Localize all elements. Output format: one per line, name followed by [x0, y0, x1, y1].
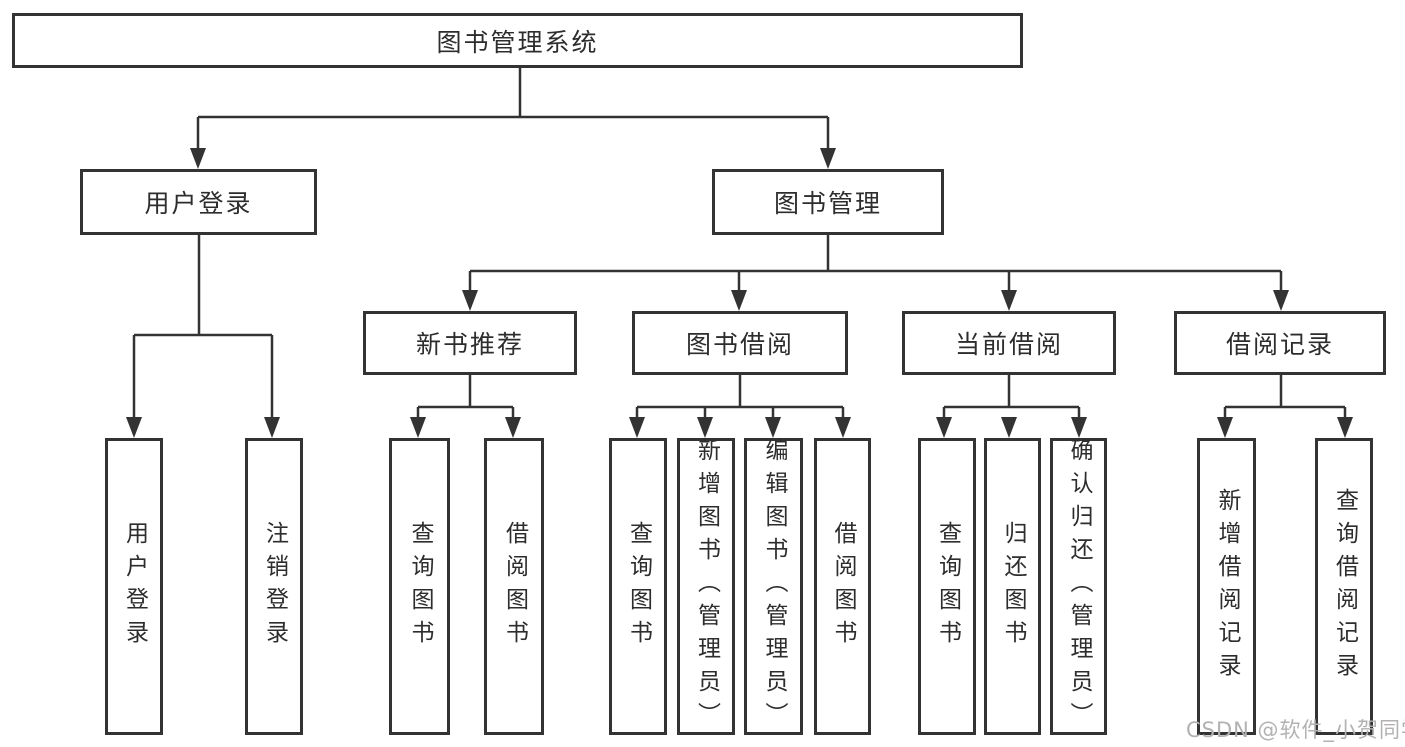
leaf-return-book: 归还图书	[984, 438, 1041, 735]
leaf-add-book-admin: 新增图书（管理员）	[677, 438, 735, 735]
node-book-management: 图书管理	[712, 169, 944, 235]
node-user-login-label: 用户登录	[144, 189, 253, 218]
node-current-borrow: 当前借阅	[902, 311, 1116, 375]
leaf-query-books-recommend-label: 查询图书	[407, 520, 433, 653]
leaf-query-books-borrow: 查询图书	[609, 438, 667, 735]
leaf-query-books-current: 查询图书	[918, 438, 976, 735]
leaf-borrow-books: 借阅图书	[814, 438, 871, 735]
leaf-user-login: 用户登录	[105, 438, 163, 735]
node-current-borrow-label: 当前借阅	[954, 330, 1063, 359]
node-borrow-records: 借阅记录	[1174, 311, 1386, 375]
leaf-add-borrow-record: 新增借阅记录	[1197, 438, 1256, 735]
leaf-edit-book-admin: 编辑图书（管理员）	[744, 438, 803, 735]
node-root-label: 图书管理系统	[436, 27, 599, 57]
node-book-borrow-label: 图书借阅	[685, 330, 794, 359]
node-user-login: 用户登录	[80, 169, 317, 235]
node-new-book-recommend-label: 新书推荐	[415, 330, 524, 359]
node-new-book-recommend: 新书推荐	[363, 311, 577, 375]
node-root: 图书管理系统	[12, 13, 1023, 68]
node-book-borrow: 图书借阅	[632, 311, 848, 375]
watermark: CSDN @软件_小贺同学	[1186, 718, 1405, 742]
leaf-borrow-books-recommend-label: 借阅图书	[501, 520, 528, 653]
leaf-user-login-label: 用户登录	[121, 520, 148, 653]
leaf-query-borrow-record-label: 查询借阅记录	[1331, 487, 1358, 686]
leaf-confirm-return-admin: 确认归还（管理员）	[1050, 438, 1107, 735]
leaf-query-borrow-record: 查询借阅记录	[1315, 438, 1373, 735]
leaf-return-book-label: 归还图书	[1000, 520, 1026, 653]
leaf-query-books-borrow-label: 查询图书	[625, 520, 652, 653]
leaf-logout-login: 注销登录	[245, 438, 303, 735]
leaf-add-borrow-record-label: 新增借阅记录	[1214, 487, 1240, 686]
leaf-query-books-current-label: 查询图书	[934, 520, 961, 653]
leaf-edit-book-admin-label: 编辑图书（管理员）	[761, 438, 787, 735]
leaf-logout-login-label: 注销登录	[261, 520, 288, 653]
leaf-borrow-books-recommend: 借阅图书	[484, 438, 544, 735]
leaf-query-books-recommend: 查询图书	[389, 438, 450, 735]
node-borrow-records-label: 借阅记录	[1225, 330, 1334, 359]
leaf-confirm-return-admin-label: 确认归还（管理员）	[1066, 438, 1092, 735]
arrowheads	[126, 148, 1353, 438]
leaf-add-book-admin-label: 新增图书（管理员）	[693, 438, 720, 735]
node-book-management-label: 图书管理	[773, 189, 882, 218]
leaf-borrow-books-label: 借阅图书	[830, 520, 856, 653]
